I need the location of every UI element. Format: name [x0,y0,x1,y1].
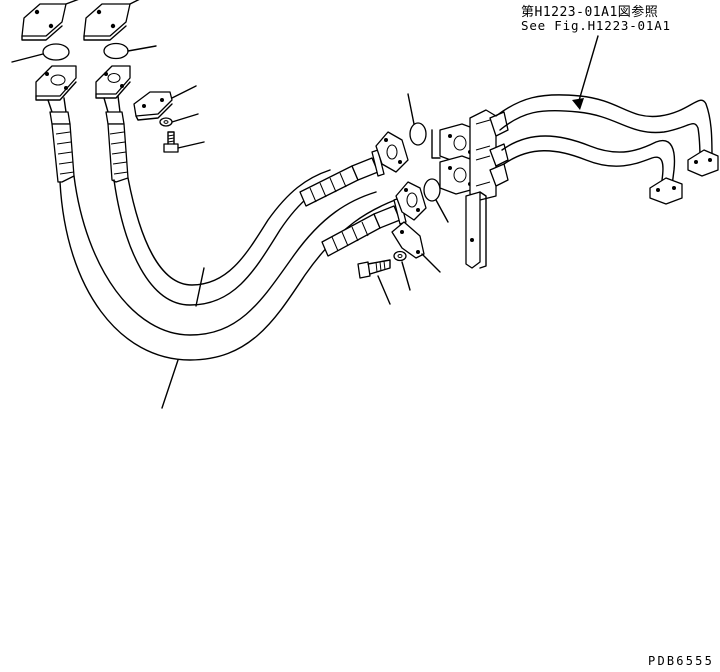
figure-reference-japanese: 第H1223-01A1図参照 [521,5,659,20]
hose-flange-left [35,65,77,125]
o-ring-left [11,43,70,63]
washer-left [159,113,199,127]
o-ring-center-upper [407,93,427,146]
bolt-left [163,131,205,153]
tube-lower [501,135,683,205]
split-flange-clamp-left [133,85,197,121]
flange-cover-left [21,0,79,41]
split-flange-clamp-center [391,221,441,273]
hose-end-upper [299,149,385,207]
figure-reference-english: See Fig.H1223-01A1 [521,18,671,33]
hose-left-outer [51,123,396,409]
drawing-code: PDB6555 [648,654,714,668]
hose-end-lower [321,197,407,257]
tube-upper [495,94,719,177]
flange-cover-right [83,0,140,41]
hose-flange-right [95,65,131,125]
hose-left-inner [107,123,343,307]
o-ring-right [103,42,157,60]
o-ring-center-lower [423,178,449,223]
manifold-block [431,109,509,269]
washer-center [393,250,411,291]
reference-leader-arrow [572,35,599,110]
bolt-center [357,259,391,305]
split-flange-upper [375,131,409,173]
split-flange-lower [395,181,427,221]
